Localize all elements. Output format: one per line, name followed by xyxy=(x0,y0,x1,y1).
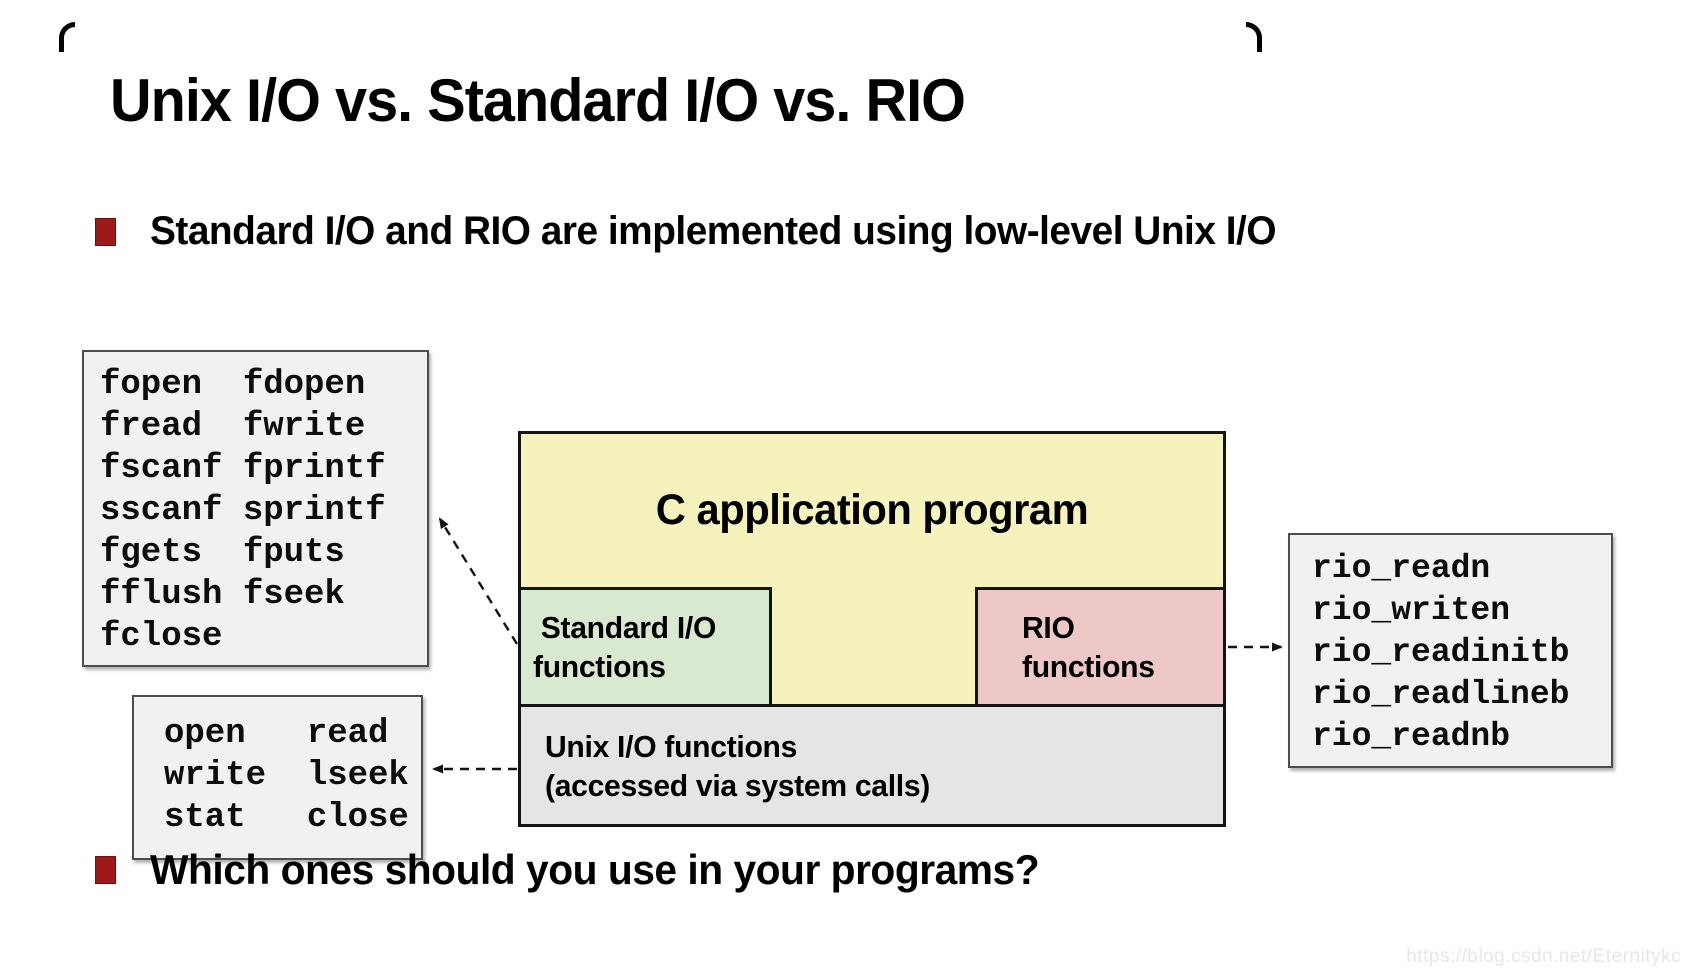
standard-io-label-line1: Standard I/O xyxy=(540,610,717,645)
bullet-text: Standard I/O and RIO are implemented usi… xyxy=(150,209,1277,253)
code-line: fclose xyxy=(100,618,223,656)
code-line: fgets fputs xyxy=(100,534,345,572)
unix-io-functions-box: Unix I/O functions (accessed via system … xyxy=(518,704,1226,827)
unix-io-label-line1: Unix I/O functions xyxy=(545,728,798,764)
unix-io-label-line2: (accessed via system calls) xyxy=(545,767,930,803)
code-line: fflush fseek xyxy=(100,576,345,614)
bullet-square-icon xyxy=(95,856,116,884)
code-line: fread fwrite xyxy=(100,408,366,446)
code-line: rio_readn xyxy=(1312,550,1491,587)
arrow-stdio-to-list xyxy=(438,517,519,645)
corner-mark-right xyxy=(1246,22,1262,52)
c-application-program-label: C application program xyxy=(655,486,1089,534)
bullet-text: Which ones should you use in your progra… xyxy=(150,846,1040,893)
code-line: rio_readinitb xyxy=(1312,634,1570,671)
unix-functions-box: open read write lseek stat close xyxy=(132,695,423,860)
code-line: stat close xyxy=(164,799,409,837)
code-line: fscanf fprintf xyxy=(100,450,386,488)
bullet-square-icon xyxy=(95,218,116,246)
code-line: write lseek xyxy=(164,757,409,795)
code-line: rio_writen xyxy=(1312,592,1511,629)
code-line: rio_readlineb xyxy=(1312,676,1570,713)
bullet-item: Which ones should you use in your progra… xyxy=(95,843,1067,897)
code-line: rio_readnb xyxy=(1312,718,1511,755)
bullet-item: Standard I/O and RIO are implemented usi… xyxy=(95,205,1311,257)
rio-functions-box: rio_readn rio_writen rio_readinitb rio_read… xyxy=(1288,533,1613,768)
standard-io-functions-box: Standard I/O functions xyxy=(518,587,772,707)
stdio-functions-box: fopen fdopen fread fwrite fscanf fprintf ss… xyxy=(82,350,429,667)
rio-label-line2: functions xyxy=(1022,649,1155,684)
code-line: sscanf sprintf xyxy=(100,492,386,530)
code-line: fopen fdopen xyxy=(100,366,366,404)
standard-io-label-line2: functions xyxy=(533,649,666,684)
corner-mark-left xyxy=(59,22,75,52)
rio-label-line1: RIO xyxy=(1022,610,1075,645)
watermark: https://blog.csdn.net/Eternitykc xyxy=(1406,946,1681,967)
code-line: open read xyxy=(164,715,389,753)
rio-functions-diagram-box: RIO functions xyxy=(975,587,1226,707)
page-title: Unix I/O vs. Standard I/O vs. RIO xyxy=(110,67,966,135)
